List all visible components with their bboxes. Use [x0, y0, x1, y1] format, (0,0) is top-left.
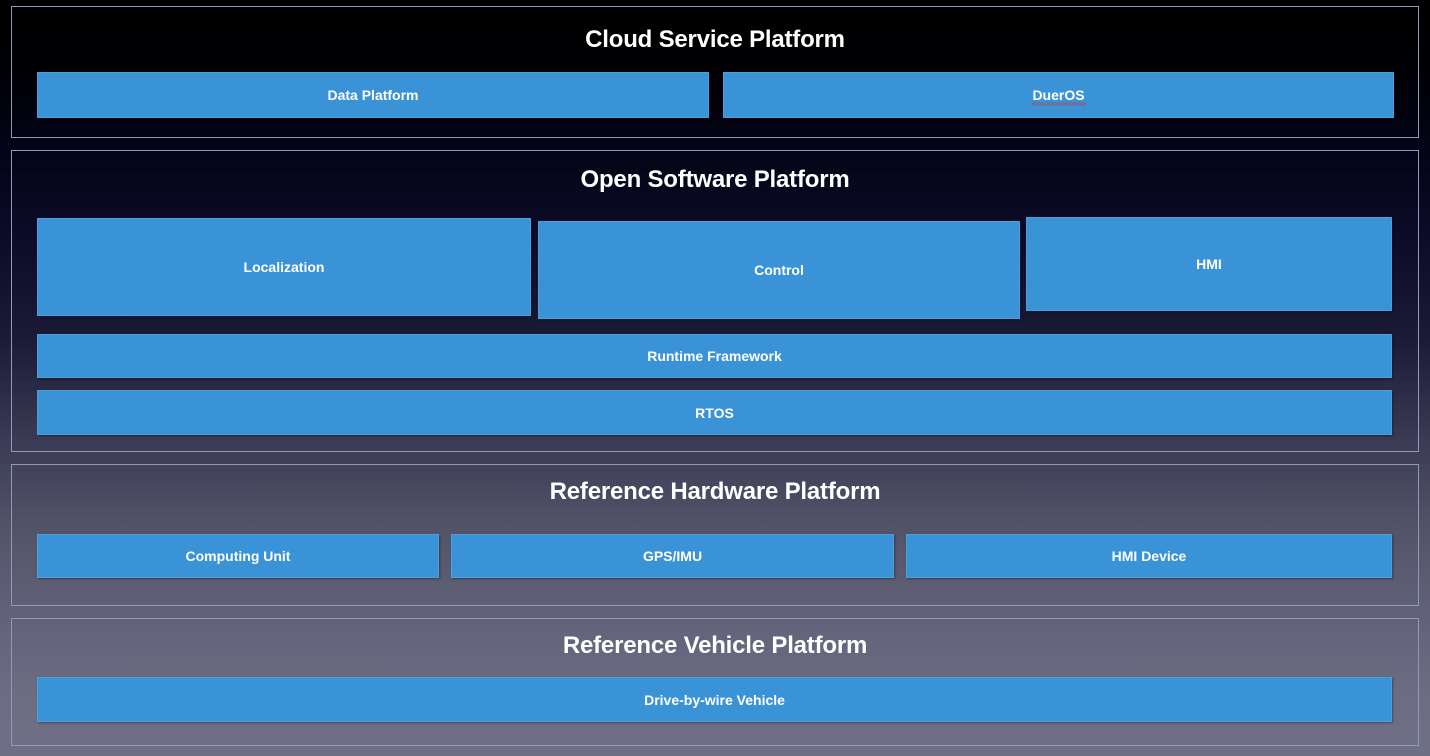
- block-label-control: Control: [754, 262, 804, 278]
- block-dueros[interactable]: DuerOS: [723, 72, 1394, 118]
- block-label-rtos: RTOS: [695, 404, 734, 421]
- block-label-computing-unit: Computing Unit: [185, 548, 291, 564]
- layer-panel-cloud-service-platform: Cloud Service Platform Data Platform Due…: [11, 6, 1419, 138]
- block-control[interactable]: Control: [538, 221, 1020, 319]
- block-label-hmi: HMI: [1196, 256, 1222, 272]
- block-label-gps-imu: GPS/IMU: [642, 548, 703, 564]
- layer-title-reference-vehicle-platform: Reference Vehicle Platform: [562, 632, 868, 659]
- block-drive-by-wire-vehicle[interactable]: Drive-by-wire Vehicle: [37, 677, 1392, 722]
- block-label-dueros: DuerOS: [1031, 86, 1086, 106]
- block-label-runtime-framework: Runtime Framework: [647, 348, 782, 364]
- layer-title-open-software-platform: Open Software Platform: [580, 166, 850, 193]
- block-label-drive-by-wire-vehicle: Drive-by-wire Vehicle: [644, 691, 785, 708]
- layer-panel-reference-vehicle-platform: Reference Vehicle Platform Drive-by-wire…: [11, 618, 1419, 746]
- layer-title-reference-hardware-platform: Reference Hardware Platform: [549, 478, 881, 505]
- block-hmi-device[interactable]: HMI Device: [906, 534, 1392, 578]
- block-label-hmi-device: HMI Device: [1111, 548, 1187, 564]
- block-localization[interactable]: Localization: [37, 218, 531, 316]
- block-hmi[interactable]: HMI: [1026, 217, 1392, 311]
- block-label-localization: Localization: [243, 259, 325, 275]
- block-computing-unit[interactable]: Computing Unit: [37, 534, 439, 578]
- layer-panel-open-software-platform: Open Software Platform Localization Cont…: [11, 150, 1419, 452]
- block-rtos[interactable]: RTOS: [37, 390, 1392, 435]
- block-gps-imu[interactable]: GPS/IMU: [451, 534, 894, 578]
- block-runtime-framework[interactable]: Runtime Framework: [37, 334, 1392, 378]
- block-label-data-platform: Data Platform: [327, 87, 419, 103]
- block-data-platform[interactable]: Data Platform: [37, 72, 709, 118]
- layer-panel-reference-hardware-platform: Reference Hardware Platform Computing Un…: [11, 464, 1419, 606]
- layer-title-cloud-service-platform: Cloud Service Platform: [585, 26, 845, 53]
